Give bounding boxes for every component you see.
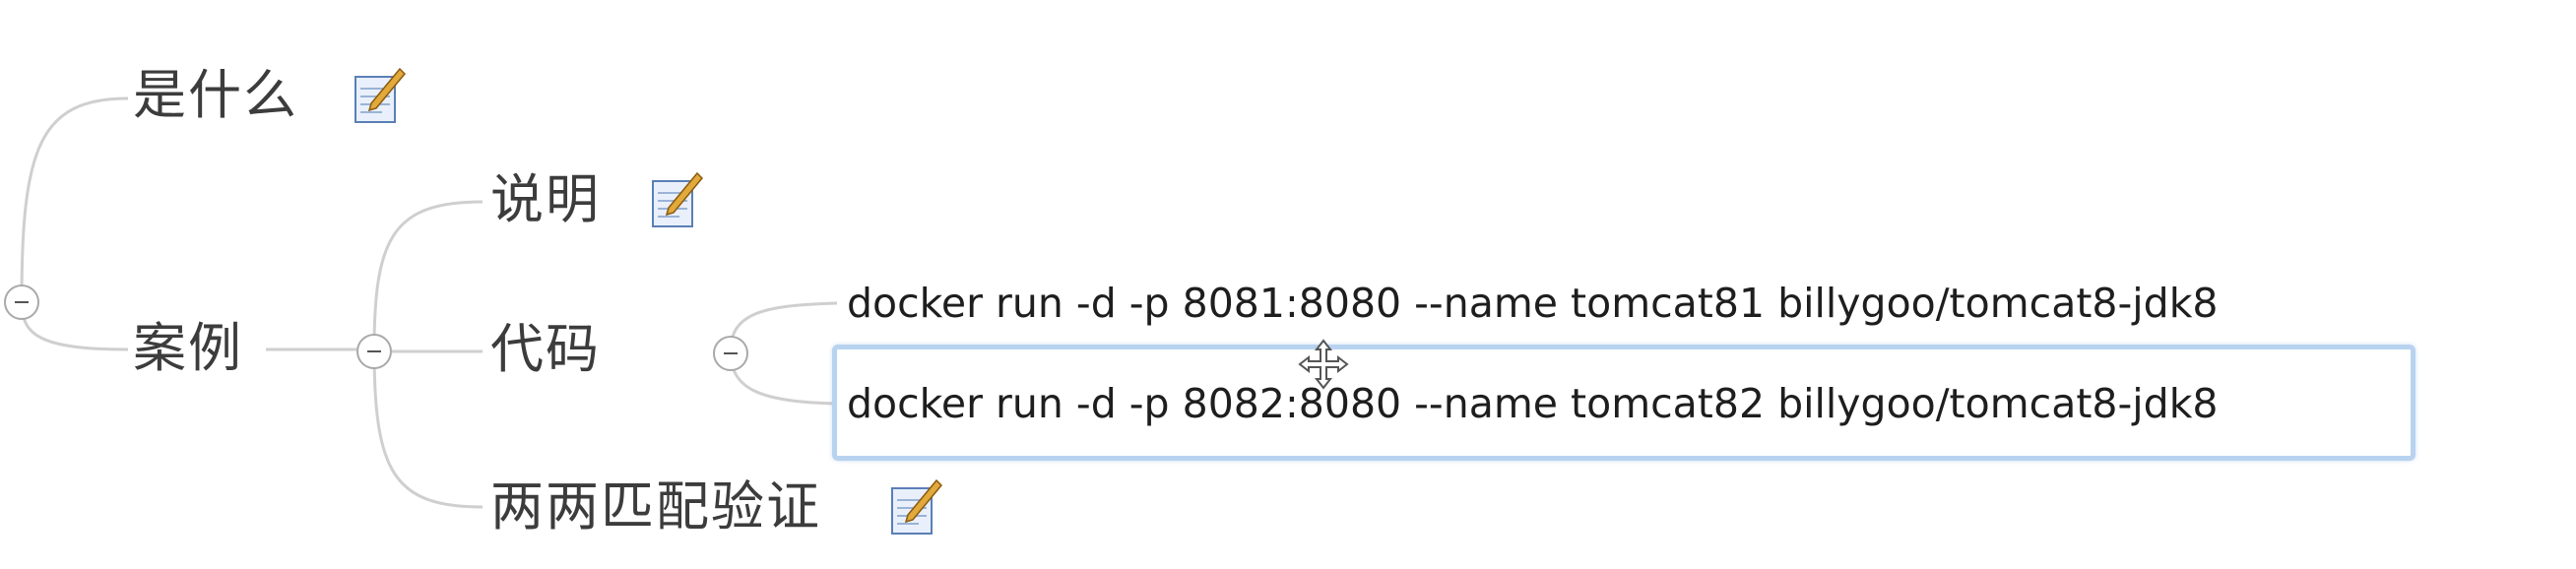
root-collapse-icon[interactable] [4,284,39,320]
case-collapse-icon[interactable] [356,334,392,369]
code-line-2[interactable]: docker run -d -p 8082:8080 --name tomcat… [847,380,2219,427]
note-icon[interactable] [889,478,942,537]
move-cursor-icon [1298,339,1349,390]
note-icon[interactable] [353,67,406,126]
code-collapse-icon[interactable] [713,336,748,371]
node-what-is[interactable]: 是什么 [133,64,298,126]
node-case[interactable]: 案例 [133,317,243,379]
note-icon[interactable] [650,171,703,230]
node-pairwise-verify[interactable]: 两两匹配验证 [490,475,821,537]
code-line-1[interactable]: docker run -d -p 8081:8080 --name tomcat… [847,280,2219,327]
selected-node-frame[interactable] [832,345,2415,461]
node-explain[interactable]: 说明 [490,168,601,230]
node-code[interactable]: 代码 [490,318,601,380]
